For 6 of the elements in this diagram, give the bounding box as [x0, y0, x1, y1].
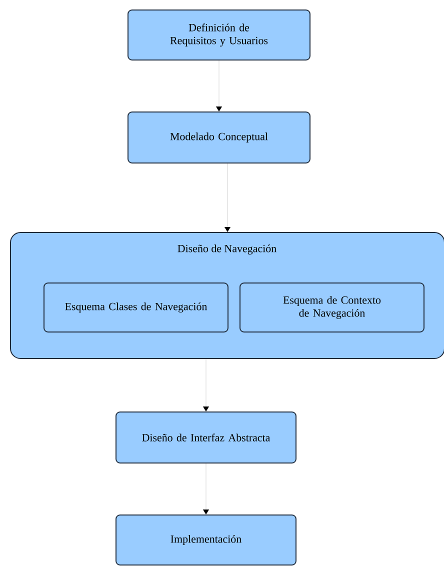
process-box: Diseño de Interfaz Abstracta — [116, 412, 296, 464]
process-box: Definición de Requisitos y Usuarios — [128, 10, 310, 60]
process-box: Implementación — [116, 514, 296, 566]
process-box: Esquema Clases de Navegación — [44, 282, 228, 332]
process-box: Modelado Conceptual — [128, 112, 310, 164]
process-box: Esquema de Contexto de Navegación — [240, 282, 424, 332]
